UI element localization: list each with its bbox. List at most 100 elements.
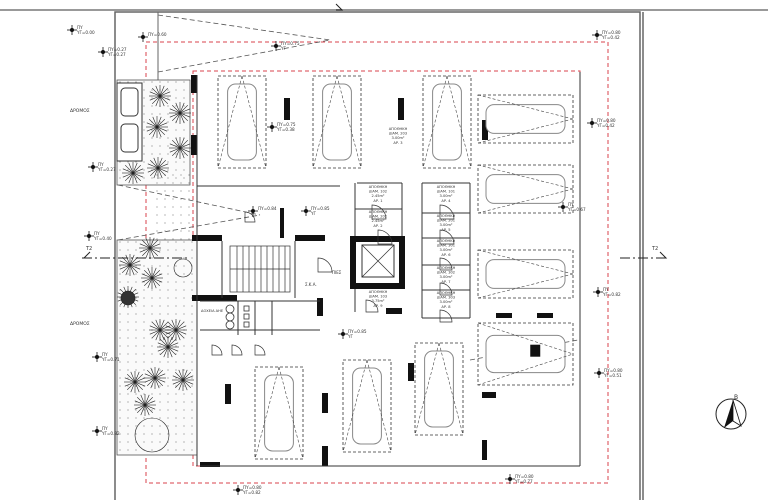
level-mark-top: ΠΥ [94, 231, 100, 236]
car-icon [227, 83, 257, 161]
garden-dot [159, 313, 161, 315]
storage-room-text: ΑΡ. 3 [393, 141, 402, 145]
garden-dot [127, 337, 129, 339]
garden-dot [191, 321, 193, 323]
garden-dot [119, 265, 121, 267]
storage-room-text: ΑΠΟΘΗΚΗ [437, 266, 456, 270]
storage-room-text: ΔΙΑΜ. 301 [437, 244, 455, 248]
car-icon [264, 374, 294, 452]
elevator[interactable] [361, 244, 395, 278]
level-mark-bottom: ΥΓ=0.51 [603, 373, 622, 378]
door-swing [231, 344, 243, 356]
level-mark-top: ΠΥ [102, 352, 108, 357]
garden-dot [183, 265, 185, 267]
garden-dot [151, 145, 153, 147]
storage-room-text: 3.00m² [440, 223, 454, 227]
garden-dot [183, 353, 185, 355]
garden-dot [143, 321, 145, 323]
garden-dot [175, 129, 177, 131]
garden-dot [167, 425, 169, 427]
garden-dot [172, 206, 174, 208]
storage-room-text: ΔΙΑΜ. 103 [369, 295, 387, 299]
garden-dot [175, 169, 177, 171]
staircase[interactable] [229, 245, 291, 293]
garden-dot [164, 222, 166, 224]
garden-dot [164, 190, 166, 192]
storage-room-text: 3.00m² [440, 248, 454, 252]
garden-dot [159, 249, 161, 251]
garden-dot [135, 177, 137, 179]
room-label-tanks: ΔΟΧΕΙΑ ΑΗΕ [201, 309, 224, 313]
storage-room-text: ΑΡ. 7 [441, 280, 450, 284]
garden-dot [183, 417, 185, 419]
garden-dot [151, 89, 153, 91]
room-label-ska: Σ.Κ.Α. [305, 282, 317, 287]
garden-dot [183, 129, 185, 131]
parking-space [217, 75, 267, 169]
garden-dot [167, 241, 169, 243]
garden-dot [180, 230, 182, 232]
garden-dot [127, 273, 129, 275]
storage-room-text: ΑΡ. 6 [441, 253, 451, 257]
level-mark-top: ΠΥ=0.80 [515, 474, 534, 479]
door-swing [439, 257, 453, 271]
storage-room-text: 3.75m² [372, 299, 386, 303]
level-mark-bottom: ΥΓ=0.00 [76, 30, 95, 35]
garden-dot [143, 89, 145, 91]
garden-dot [127, 321, 129, 323]
level-mark-bottom: ΥΓ=0.77 [514, 479, 533, 484]
garden-dot [151, 449, 153, 451]
garden-dot [183, 281, 185, 283]
garden-dot [180, 174, 182, 176]
garden-dot [167, 289, 169, 291]
garden-dot [183, 89, 185, 91]
tree-icon [120, 290, 136, 306]
car-icon [322, 83, 352, 161]
garden-dot [167, 409, 169, 411]
garden-dot [191, 409, 193, 411]
doors [211, 204, 455, 356]
garden-dot [175, 401, 177, 403]
garden-dot [191, 353, 193, 355]
level-mark-top: ΠΥ [98, 162, 104, 167]
garden-dot [167, 153, 169, 155]
garden-dot [143, 329, 145, 331]
garden-dot [191, 241, 193, 243]
door-swing [377, 229, 393, 245]
garden-dot [135, 321, 137, 323]
door-swing [254, 344, 266, 356]
tree-icon [173, 258, 193, 278]
storage-room-text: 3.00m² [392, 136, 406, 140]
garden-dot [183, 297, 185, 299]
level-mark-top: ΠΥ [603, 287, 609, 292]
garden-dot [159, 393, 161, 395]
palm-icon [141, 267, 163, 289]
storage-room-text: 3.00m² [440, 275, 454, 279]
garden-dot [191, 361, 193, 363]
garden-dot [191, 377, 193, 379]
garden-dot [167, 281, 169, 283]
garden-dot [143, 369, 145, 371]
garden-dot [143, 337, 145, 339]
garden-dot [167, 169, 169, 171]
garden-dot [127, 385, 129, 387]
parking-space [312, 75, 362, 169]
level-mark-top: ΠΥ=0.80 [604, 368, 623, 373]
garden-dot [159, 305, 161, 307]
garden-dot [191, 281, 193, 283]
garden-dot [167, 393, 169, 395]
garden-dot [127, 249, 129, 251]
garden-dot [119, 297, 121, 299]
palm-icon [134, 394, 156, 416]
garden-dot [159, 425, 161, 427]
garden-dot [183, 305, 185, 307]
garden-dot [119, 409, 121, 411]
level-mark-bottom: ΥΓ=0.42 [601, 35, 620, 40]
garden-dot [180, 182, 182, 184]
garden-dot [119, 401, 121, 403]
garden-dot [151, 305, 153, 307]
garden-dot [191, 385, 193, 387]
